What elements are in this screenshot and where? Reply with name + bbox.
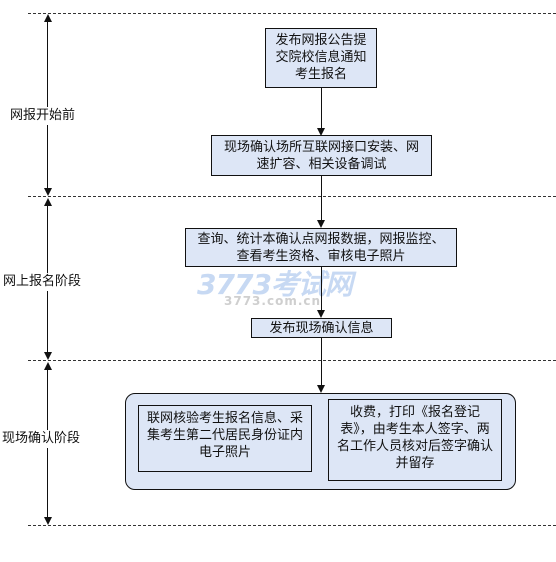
watermark-main-text: 3773考试网 xyxy=(197,268,353,301)
watermark-logo: 3773考试网 3773.com.cn xyxy=(197,263,367,313)
flow-connector xyxy=(321,338,322,386)
arrow-down-icon xyxy=(317,310,325,318)
stage-label: 网报开始前 xyxy=(10,107,76,125)
step-publish-announcement: 发布网报公告提交院校信息通知考生报名 xyxy=(265,28,377,88)
arrow-up-icon xyxy=(44,198,52,206)
arrow-down-icon xyxy=(44,352,52,360)
flow-connector xyxy=(321,267,322,311)
arrow-down-icon xyxy=(317,385,325,393)
stage-divider xyxy=(28,13,556,14)
arrow-down-icon xyxy=(44,517,52,525)
arrow-up-icon xyxy=(44,362,52,370)
stage-divider xyxy=(28,360,556,361)
step-publish-confirm: 发布现场确认信息 xyxy=(251,318,392,338)
step-charge-print: 收费，打印《报名登记表》，由考生本人签字、两名工作人员核对后签字确认并留存 xyxy=(328,399,502,481)
arrow-down-icon xyxy=(317,128,325,136)
stage-divider xyxy=(28,196,556,197)
flow-connector xyxy=(321,176,322,221)
stage-label: 现场确认阶段 xyxy=(2,430,81,448)
flow-connector xyxy=(321,88,322,129)
arrow-down-icon xyxy=(317,220,325,228)
step-verify-info: 联网核验考生报名信息、采集考生第二代居民身份证内电子照片 xyxy=(138,405,312,472)
step-online-query: 查询、统计本确认点网报数据，网报监控、查看考生资格、审核电子照片 xyxy=(185,228,457,267)
arrow-down-icon xyxy=(44,188,52,196)
step-site-prep: 现场确认场所互联网接口安装、网速扩容、相关设备调试 xyxy=(211,135,432,176)
watermark-sub-text: 3773.com.cn xyxy=(224,294,322,308)
stage-divider xyxy=(28,525,556,526)
stage-span-line xyxy=(47,20,48,188)
stage-label: 网上报名阶段 xyxy=(3,273,82,291)
arrow-up-icon xyxy=(44,14,52,22)
